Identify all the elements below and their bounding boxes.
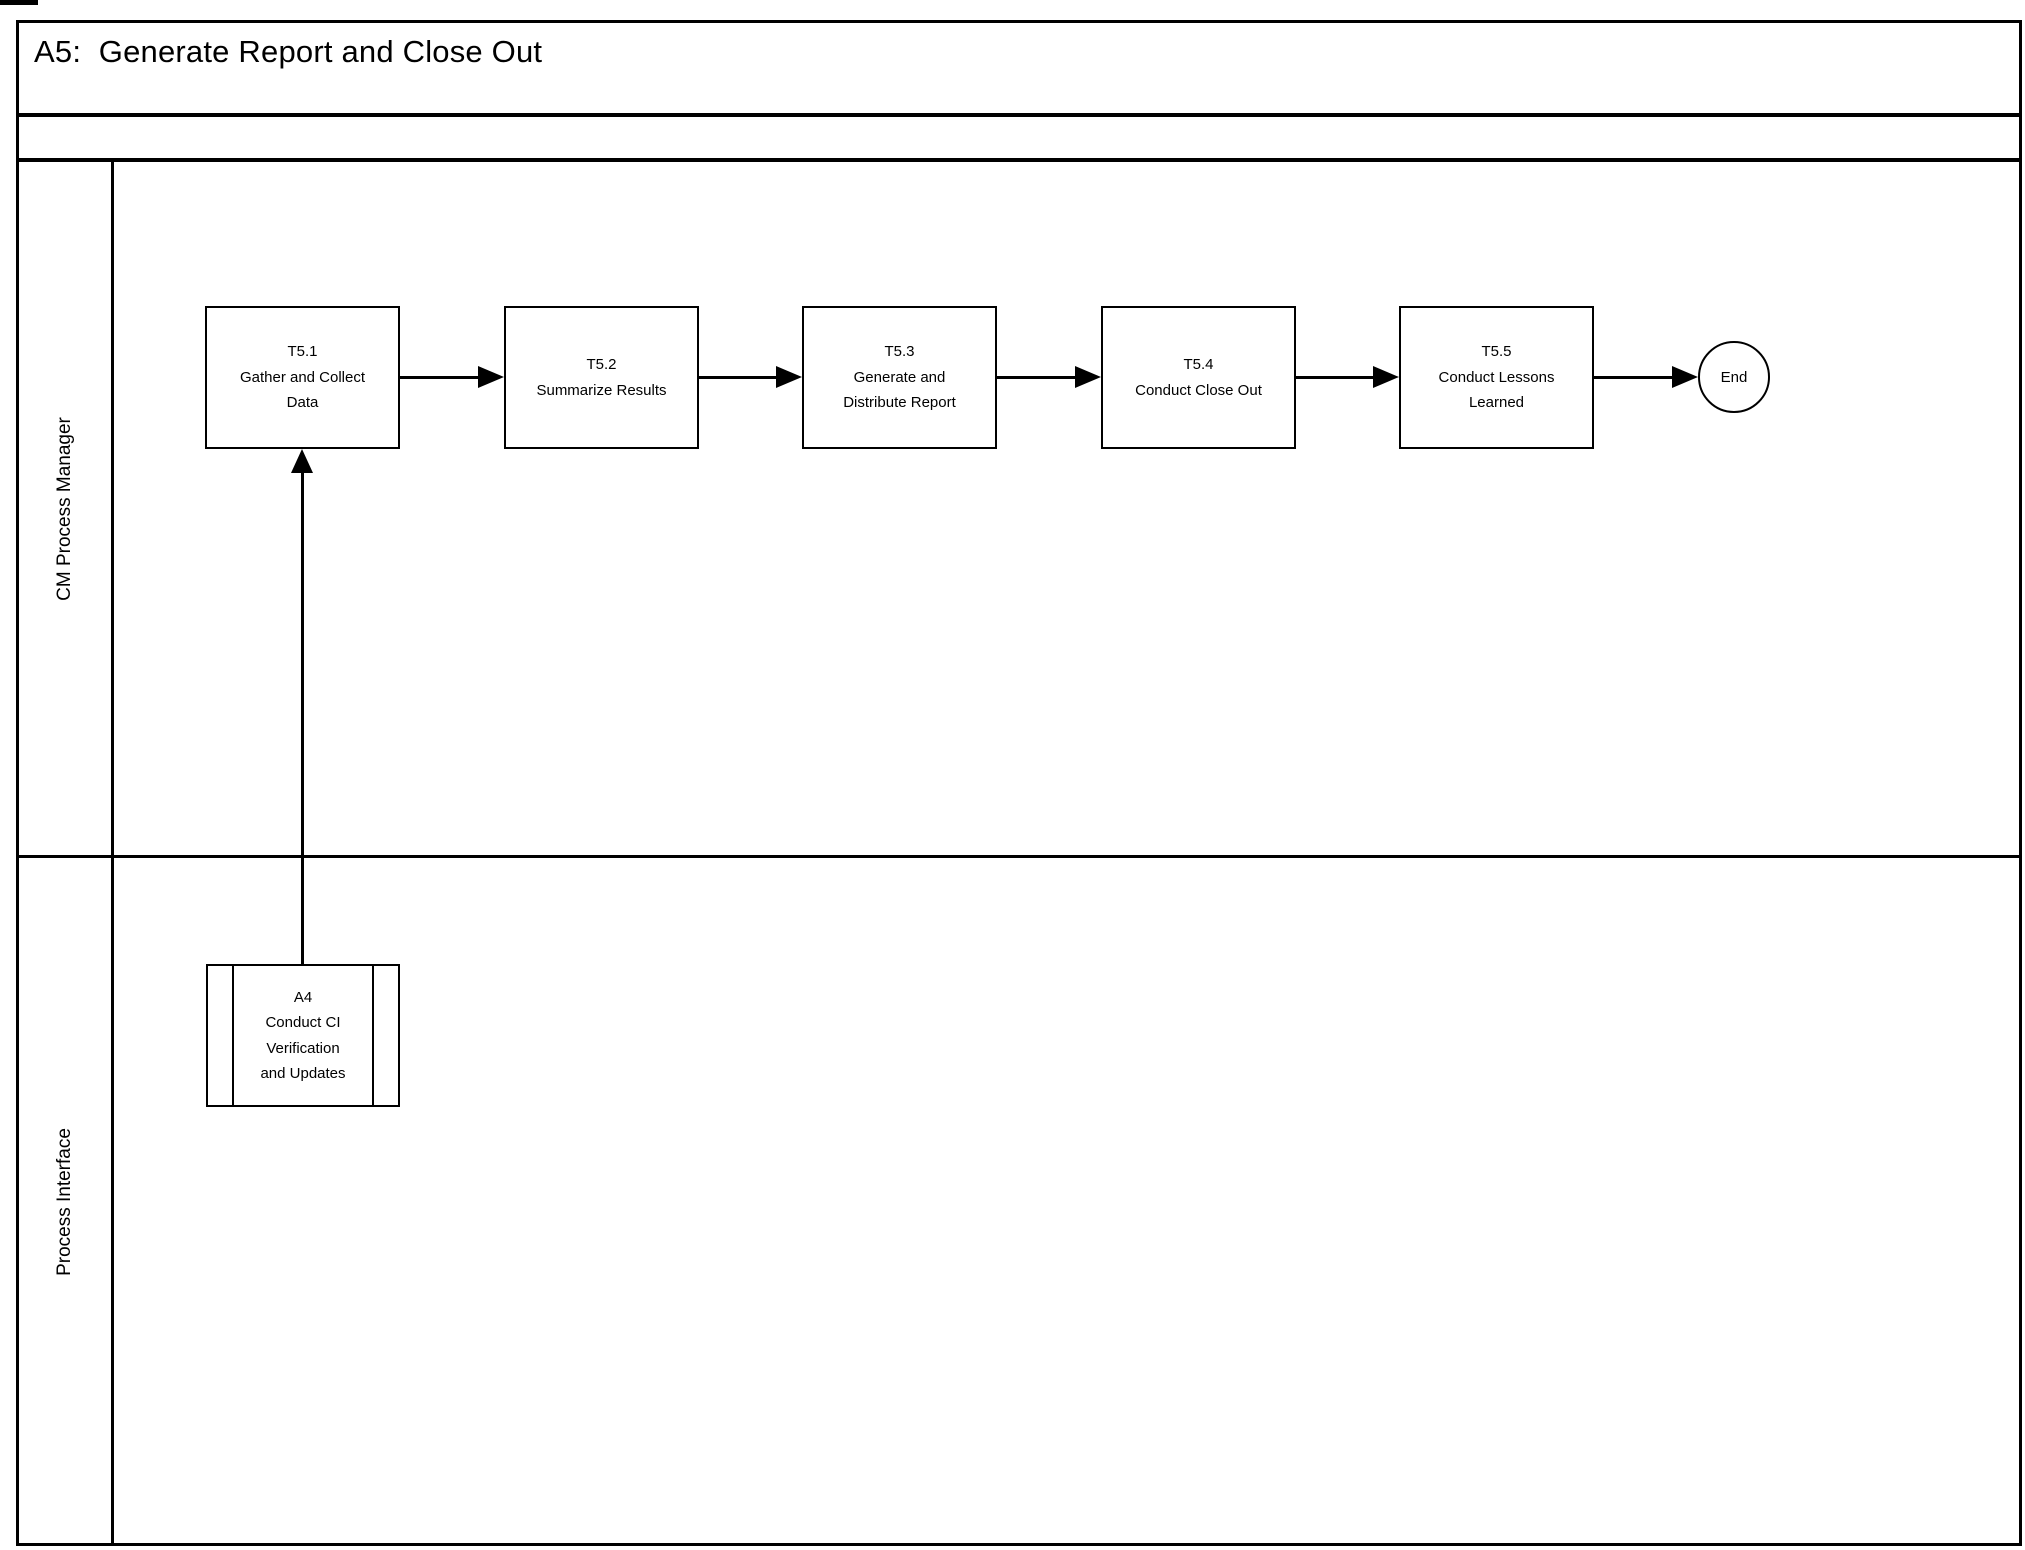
lane-label-cm: CM Process Manager xyxy=(54,416,76,601)
task-box-t5-1: T5.1 Gather and Collect Data xyxy=(205,306,400,449)
task-box-t5-3: T5.3 Generate and Distribute Report xyxy=(802,306,997,449)
arrowhead-right-icon xyxy=(1672,366,1698,388)
task-line: Verification xyxy=(266,1039,340,1057)
task-box-t5-4: T5.4 Conduct Close Out xyxy=(1101,306,1296,449)
task-line: Conduct Lessons xyxy=(1438,368,1555,386)
task-box-t5-5: T5.5 Conduct Lessons Learned xyxy=(1399,306,1594,449)
connector-t52-t53 xyxy=(699,376,777,379)
lane-process-interface: Process Interface xyxy=(19,858,111,1546)
task-box-t5-2: T5.2 Summarize Results xyxy=(504,306,699,449)
subprocess-box-a4: A4 Conduct CI Verification and Updates xyxy=(206,964,400,1107)
lane-label-column-divider xyxy=(111,162,114,1546)
connector-t51-t52 xyxy=(400,376,479,379)
title-row-divider xyxy=(16,113,2022,117)
task-line: Data xyxy=(286,394,319,412)
connector-t55-end xyxy=(1594,376,1673,379)
scan-artifact xyxy=(0,0,38,5)
task-line: A4 xyxy=(293,988,313,1006)
lane-cm-process-manager: CM Process Manager xyxy=(19,162,111,855)
page-title: A5: Generate Report and Close Out xyxy=(34,34,543,69)
task-line: T5.2 xyxy=(586,356,617,373)
task-line: T5.5 xyxy=(1481,343,1512,361)
subprocess-side-bar xyxy=(372,966,374,1105)
arrowhead-right-icon xyxy=(478,366,504,388)
connector-t53-t54 xyxy=(997,376,1076,379)
task-line: Conduct CI xyxy=(265,1014,341,1031)
task-line: Conduct Close Out xyxy=(1135,381,1262,399)
arrowhead-right-icon xyxy=(776,366,802,388)
task-line: T5.3 xyxy=(884,343,915,361)
task-line: Generate and xyxy=(853,368,946,386)
arrowhead-right-icon xyxy=(1373,366,1399,388)
task-line: T5.1 xyxy=(287,343,318,361)
subprocess-label: A4 Conduct CI Verification and Updates xyxy=(234,966,372,1105)
task-line: Summarize Results xyxy=(536,381,667,399)
arrowhead-right-icon xyxy=(1075,366,1101,388)
arrowhead-up-icon xyxy=(291,449,313,473)
end-node: End xyxy=(1698,341,1770,413)
subprocess-side-bar xyxy=(232,966,234,1105)
task-line: Learned xyxy=(1468,394,1525,412)
lane-divider xyxy=(16,855,2022,858)
band-row-divider xyxy=(16,158,2022,162)
task-line: Distribute Report xyxy=(843,394,956,412)
end-label: End xyxy=(1720,368,1748,386)
connector-t54-t55 xyxy=(1296,376,1374,379)
task-line: T5.4 xyxy=(1183,356,1214,373)
task-line: Gather and Collect xyxy=(239,368,366,386)
lane-label-interface: Process Interface xyxy=(54,1128,75,1276)
connector-a4-t51 xyxy=(301,471,304,964)
task-line: and Updates xyxy=(260,1065,346,1082)
diagram-frame xyxy=(16,20,2022,1546)
